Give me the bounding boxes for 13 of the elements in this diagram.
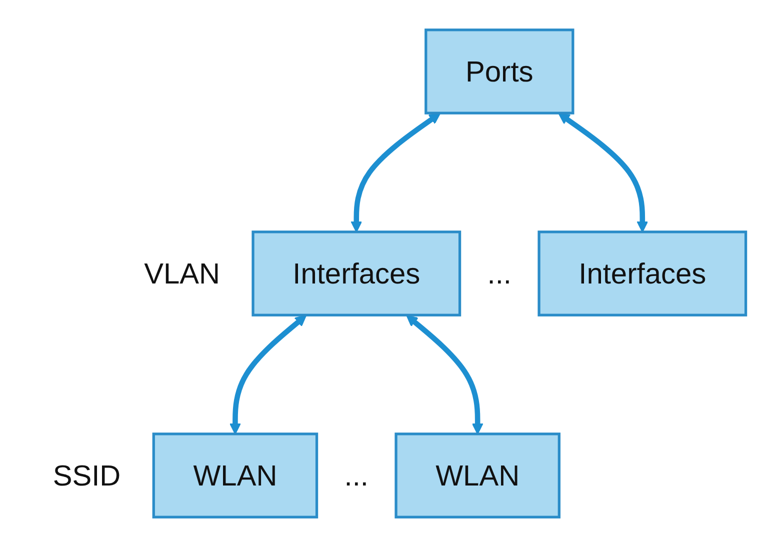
arrow [350,112,441,232]
node-box: WLAN [394,432,560,518]
arrow [229,314,307,434]
node-box: Interfaces [252,230,462,316]
node-label: VLAN [144,256,220,290]
label: ... [344,459,369,492]
label: ... [487,256,512,290]
arrow [406,314,484,434]
node-box: WLAN [152,432,318,518]
node-box: Interfaces [538,230,748,316]
node-label: SSID [52,459,121,492]
arrow [558,112,648,232]
node-box: Ports [424,28,574,114]
